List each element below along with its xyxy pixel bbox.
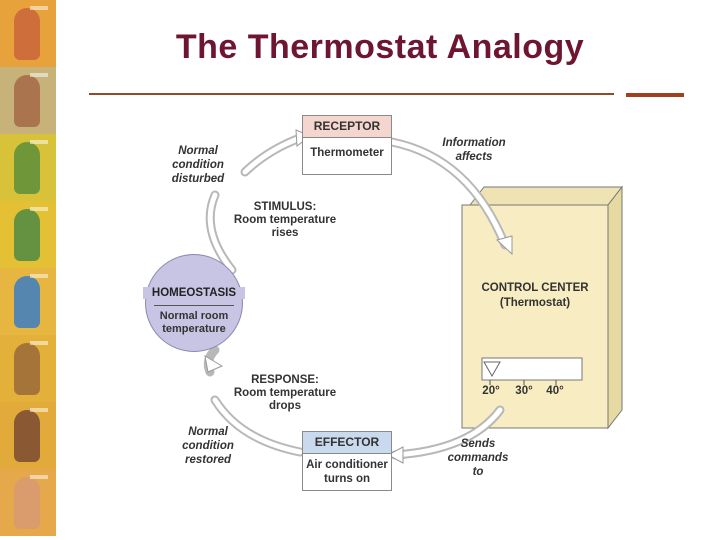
- sends-commands-label: Sends commands to: [440, 437, 516, 479]
- information-affects-label: Information affects: [432, 136, 516, 164]
- condition-disturbed-line2: condition: [160, 158, 236, 172]
- condition-restored-line3: restored: [170, 453, 246, 467]
- condition-disturbed-line1: Normal: [160, 144, 236, 158]
- scale-30: 30°: [511, 385, 537, 397]
- condition-restored-line2: condition: [170, 439, 246, 453]
- scale-20: 20°: [478, 385, 504, 397]
- receptor-body: Thermometer: [303, 138, 391, 160]
- effector-box: EFFECTOR Air conditioner turns on: [302, 431, 392, 491]
- control-center-subtitle: (Thermostat): [462, 296, 608, 311]
- scale-40: 40°: [542, 385, 568, 397]
- condition-restored-label: Normal condition restored: [170, 425, 246, 467]
- control-center-title: CONTROL CENTER: [462, 281, 608, 296]
- homeostasis-line2: temperature: [146, 323, 242, 336]
- homeostasis-header: HOMEOSTASIS: [143, 287, 245, 299]
- response-title: RESPONSE:: [222, 374, 348, 387]
- effector-body-line1: Air conditioner: [303, 458, 391, 472]
- condition-restored-line1: Normal: [170, 425, 246, 439]
- stimulus-title: STIMULUS:: [222, 201, 348, 214]
- information-line2: affects: [432, 150, 516, 164]
- stimulus-line3: rises: [222, 227, 348, 240]
- stimulus-line2: Room temperature: [222, 214, 348, 227]
- control-center-label: CONTROL CENTER (Thermostat): [462, 281, 608, 311]
- response-line3: drops: [222, 400, 348, 413]
- homeostasis-line1: Normal room: [146, 310, 242, 323]
- effector-body-line2: turns on: [303, 472, 391, 486]
- receptor-header: RECEPTOR: [303, 116, 391, 138]
- information-line1: Information: [432, 136, 516, 150]
- stimulus-label: STIMULUS: Room temperature rises: [222, 201, 348, 240]
- receptor-box: RECEPTOR Thermometer: [302, 115, 392, 175]
- condition-disturbed-line3: disturbed: [160, 172, 236, 186]
- effector-header: EFFECTOR: [303, 432, 391, 454]
- sends-line1: Sends: [440, 437, 516, 451]
- condition-disturbed-label: Normal condition disturbed: [160, 144, 236, 186]
- sends-line2: commands: [440, 451, 516, 465]
- response-label: RESPONSE: Room temperature drops: [222, 374, 348, 413]
- response-line2: Room temperature: [222, 387, 348, 400]
- homeostasis-circle: HOMEOSTASIS Normal room temperature: [145, 254, 243, 352]
- sends-line3: to: [440, 465, 516, 479]
